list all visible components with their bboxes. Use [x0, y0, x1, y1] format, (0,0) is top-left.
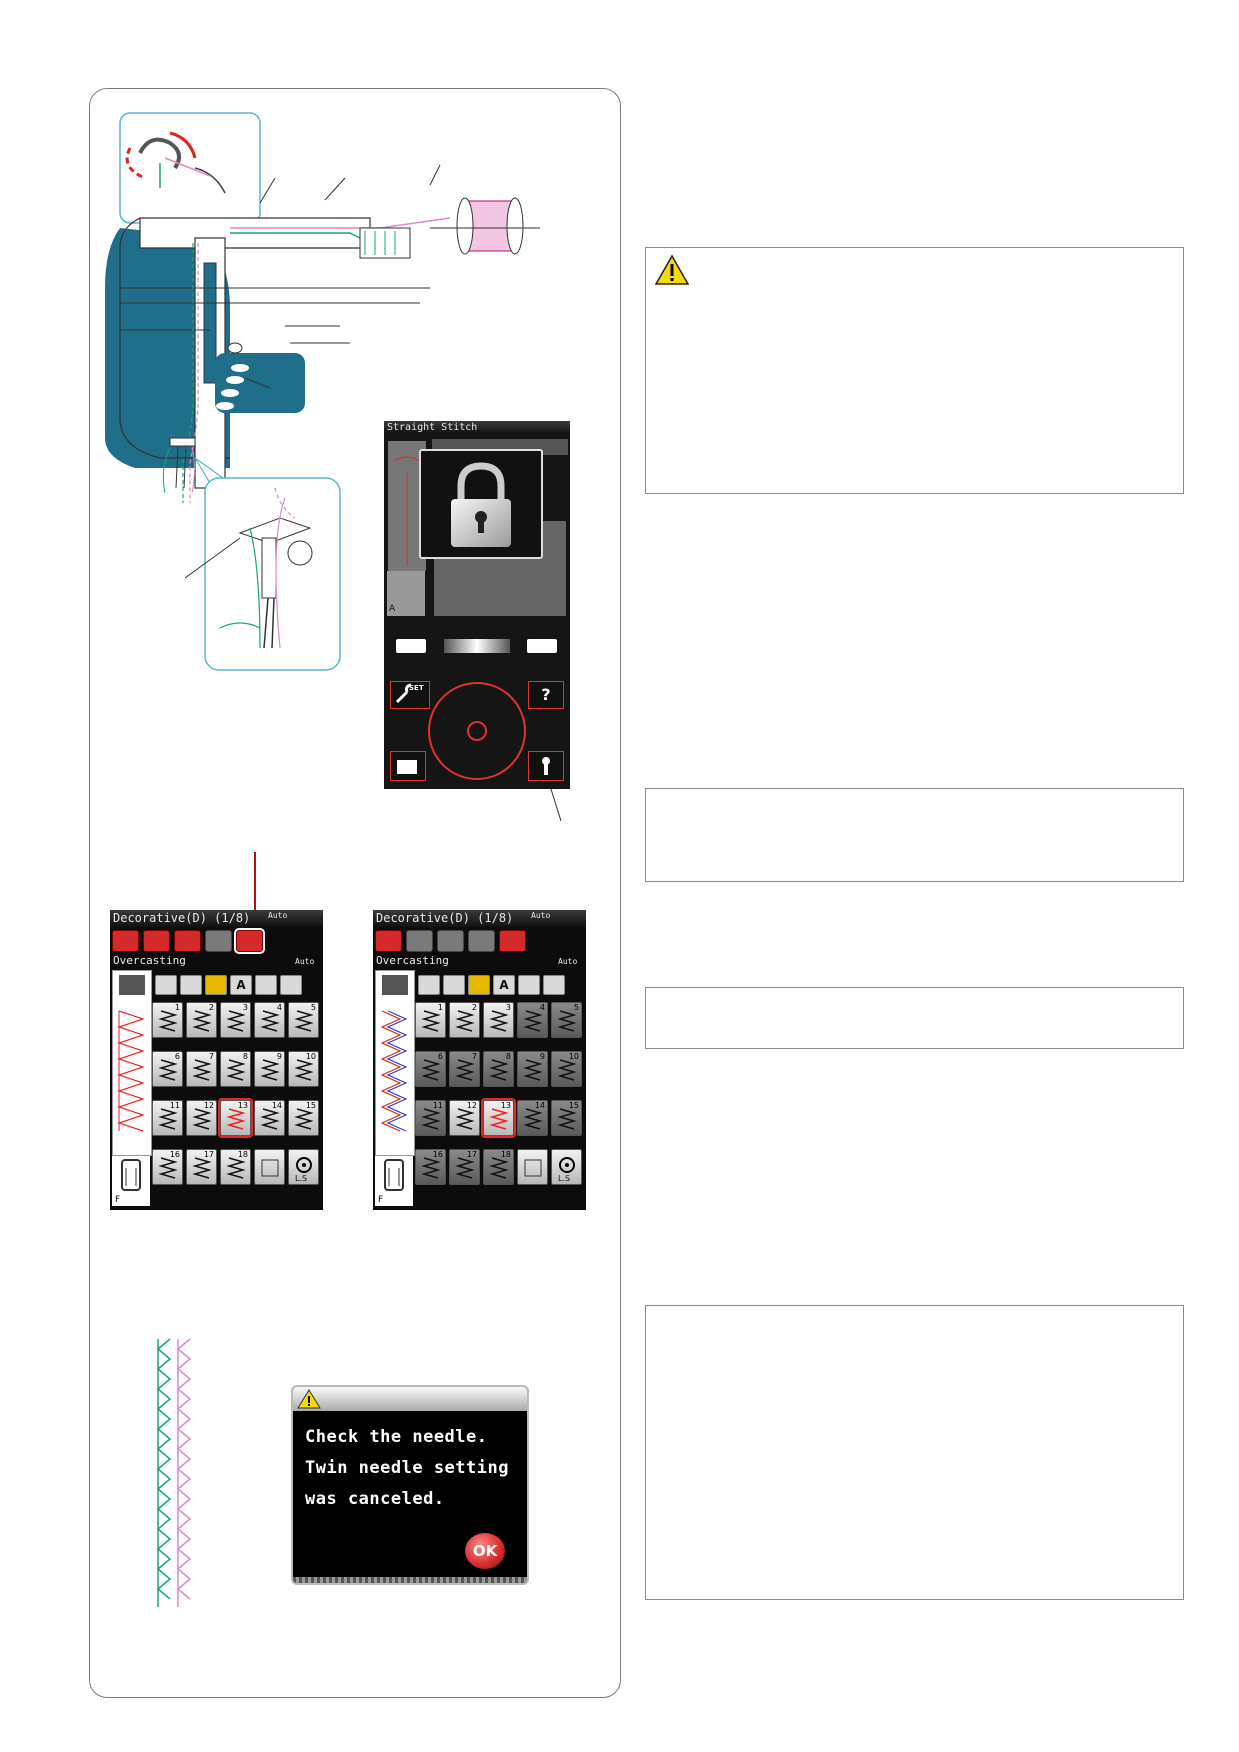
lock-overlay	[419, 449, 543, 559]
stitch-key[interactable]: L.S	[288, 1149, 319, 1185]
tab-utility[interactable]	[155, 975, 177, 995]
dialog-line-1: Check the needle.	[305, 1427, 488, 1447]
tab-buttonhole[interactable]	[443, 975, 465, 995]
stitch-key[interactable]: 12	[449, 1100, 480, 1136]
caution-box	[645, 247, 1184, 494]
memory-icon[interactable]	[468, 930, 495, 952]
presser-foot-icon: F	[375, 1156, 413, 1206]
stitch-key[interactable]: 5	[288, 1002, 319, 1038]
stitch-key[interactable]: 4	[254, 1002, 285, 1038]
stitch-key[interactable]: 7	[186, 1051, 217, 1087]
key-icon[interactable]	[528, 751, 564, 781]
bobbin-icon[interactable]	[390, 751, 426, 781]
stitch-preview	[375, 970, 415, 1156]
help-icon[interactable]: ?	[528, 681, 564, 709]
machine-threading-illustration	[105, 112, 540, 671]
stitch-key[interactable]: 9	[254, 1051, 285, 1087]
elongation-icon[interactable]	[174, 930, 201, 952]
stitch-key[interactable]: 13	[481, 1098, 516, 1138]
stitch-screen-left: Decorative(D) (1/8) Auto Overcasting Aut…	[110, 910, 323, 1210]
tab-letters[interactable]: A	[230, 975, 252, 995]
stitch-name: Overcasting	[113, 954, 186, 967]
stitch-key[interactable]: 12	[186, 1100, 217, 1136]
stitch-key[interactable]: 14	[517, 1100, 548, 1136]
note-box-2	[645, 987, 1184, 1049]
tab-memory[interactable]	[543, 975, 565, 995]
stitch-key[interactable]: 10	[288, 1051, 319, 1087]
stitch-key[interactable]: 17	[186, 1149, 217, 1185]
dialog-line-3: was canceled.	[305, 1489, 445, 1509]
memory-icon[interactable]	[205, 930, 232, 952]
stitch-key[interactable]: 3	[220, 1002, 251, 1038]
stitch-key[interactable]: 15	[551, 1100, 582, 1136]
tab-utility[interactable]	[418, 975, 440, 995]
warning-icon	[297, 1389, 321, 1409]
auto-lock-icon[interactable]	[375, 930, 402, 952]
lock-screen: Straight Stitch A SET ?	[384, 421, 570, 789]
stitch-key[interactable]: 8	[220, 1051, 251, 1087]
stitch-mirror-icon[interactable]	[143, 930, 170, 952]
lock-icon	[451, 462, 511, 547]
stitch-key[interactable]: L.S	[551, 1149, 582, 1185]
stitch-mirror-icon[interactable]	[406, 930, 433, 952]
presser-foot-icon: A	[387, 571, 425, 616]
auto-lock-icon[interactable]	[112, 930, 139, 952]
stitch-key[interactable]: 2	[186, 1002, 217, 1038]
stitch-key[interactable]: 16	[152, 1149, 183, 1185]
warning-dialog: Check the needle. Twin needle setting wa…	[291, 1385, 529, 1585]
stitch-key[interactable]: 9	[517, 1051, 548, 1087]
stitch-key[interactable]: 6	[415, 1051, 446, 1087]
stitch-key[interactable]: 7	[449, 1051, 480, 1087]
stitch-preview	[112, 970, 152, 1156]
screen-title: Decorative(D) (1/8)	[373, 910, 586, 927]
tab-buttonhole[interactable]	[180, 975, 202, 995]
tab-memory[interactable]	[280, 975, 302, 995]
stitch-key[interactable]: 15	[288, 1100, 319, 1136]
stitch-key[interactable]: 4	[517, 1002, 548, 1038]
stitch-key[interactable]	[517, 1149, 548, 1185]
presser-foot-icon: F	[112, 1156, 150, 1206]
dialog-header	[293, 1387, 527, 1411]
stitch-key[interactable]: 18	[483, 1149, 514, 1185]
stitch-key[interactable]: 3	[483, 1002, 514, 1038]
stitch-key[interactable]: 2	[449, 1002, 480, 1038]
stitch-name: Overcasting	[376, 954, 449, 967]
stitch-screen-right: Decorative(D) (1/8) Auto Overcasting Aut…	[373, 910, 586, 1210]
dial-icon[interactable]	[422, 679, 532, 784]
stitch-key[interactable]: 11	[152, 1100, 183, 1136]
tab-favorites[interactable]	[255, 975, 277, 995]
stitch-key[interactable]: 6	[152, 1051, 183, 1087]
elongation-icon[interactable]	[437, 930, 464, 952]
stitch-key[interactable]: 8	[483, 1051, 514, 1087]
stitch-key[interactable]: 14	[254, 1100, 285, 1136]
stitch-key[interactable]: 10	[551, 1051, 582, 1087]
tab-letters[interactable]: A	[493, 975, 515, 995]
dialog-line-2: Twin needle setting	[305, 1458, 509, 1478]
stitch-key[interactable]: 17	[449, 1149, 480, 1185]
tab-decorative[interactable]	[468, 975, 490, 995]
twin-needle-icon[interactable]	[234, 928, 265, 954]
stitch-key[interactable]: 1	[415, 1002, 446, 1038]
stitch-key[interactable]: 11	[415, 1100, 446, 1136]
tab-decorative[interactable]	[205, 975, 227, 995]
note-box-1	[645, 788, 1184, 882]
stitch-key[interactable]: 16	[415, 1149, 446, 1185]
stitch-key[interactable]	[254, 1149, 285, 1185]
stitch-key[interactable]: 13	[218, 1098, 253, 1138]
tab-favorites[interactable]	[518, 975, 540, 995]
note-box-3	[645, 1305, 1184, 1600]
twin-needle-stitch-sample	[156, 1338, 192, 1607]
ok-button[interactable]: OK	[465, 1533, 505, 1569]
stitch-key[interactable]: 18	[220, 1149, 251, 1185]
screen-title: Decorative(D) (1/8)	[110, 910, 323, 927]
stitch-key[interactable]: 5	[551, 1002, 582, 1038]
caution-icon	[654, 254, 690, 285]
wrench-icon[interactable]: SET	[390, 681, 430, 709]
lock-screen-title: Straight Stitch	[384, 421, 570, 434]
key-pointer-line	[550, 789, 562, 822]
stitch-key[interactable]: 1	[152, 1002, 183, 1038]
twin-needle-icon[interactable]	[499, 930, 526, 952]
